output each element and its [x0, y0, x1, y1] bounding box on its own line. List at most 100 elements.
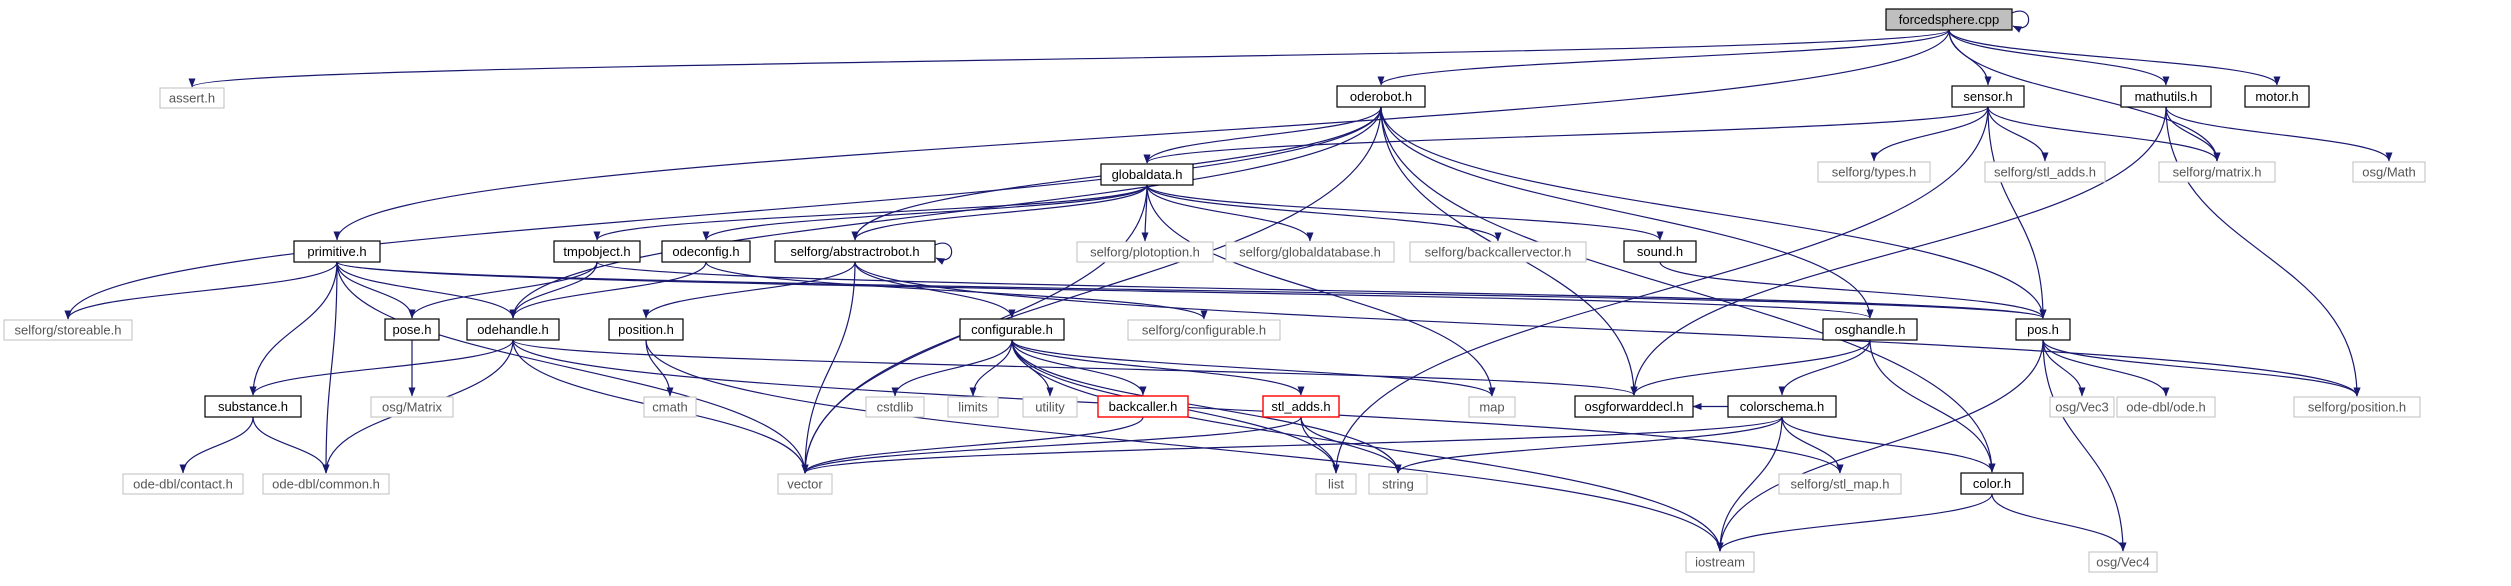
- node-box: [608, 318, 684, 341]
- node-configurable-sf: selforg/configurable.h: [1127, 319, 1281, 341]
- node-sensor[interactable]: sensor.h: [1951, 85, 2025, 108]
- edge-pos-to-iostream: [1716, 339, 2044, 552]
- node-box: [1951, 85, 2025, 108]
- edge-oderobot-to-osghandle: [1380, 106, 1874, 319]
- node-label: osg/Vec4: [2096, 555, 2150, 570]
- edge-configurable-to-cstdlib: [891, 339, 1013, 397]
- node-stl-adds[interactable]: stl_adds.h: [1262, 395, 1340, 418]
- node-selforg-position: selforg/position.h: [2293, 396, 2421, 418]
- node-primitive[interactable]: primitive.h: [293, 240, 381, 263]
- edge-forcedsphere-to-forcedsphere: [2011, 10, 2030, 33]
- node-label: selforg/abstractrobot.h: [790, 244, 919, 259]
- node-label: vector: [787, 477, 823, 492]
- node-label: stl_adds.h: [1271, 399, 1330, 414]
- node-box: [1817, 161, 1931, 183]
- edge-odeconfig-to-configurable_sf: [705, 261, 1208, 320]
- node-configurable[interactable]: configurable.h: [959, 318, 1065, 341]
- node-list: list: [1315, 473, 1357, 495]
- node-pose[interactable]: pose.h: [384, 318, 440, 341]
- node-box: [1315, 473, 1357, 495]
- node-label: cstdlib: [877, 400, 914, 415]
- node-motor[interactable]: motor.h: [2244, 85, 2310, 108]
- node-globaldata[interactable]: globaldata.h: [1100, 163, 1194, 186]
- edge-forcedsphere-to-assert: [189, 29, 1950, 88]
- node-box: [2244, 85, 2310, 108]
- node-string: string: [1368, 473, 1428, 495]
- node-substance[interactable]: substance.h: [204, 395, 302, 418]
- node-label: selforg/position.h: [2308, 400, 2406, 415]
- node-box: [293, 240, 381, 263]
- node-label: selforg/stl_adds.h: [1994, 165, 2096, 180]
- edge-backcaller-to-vector: [801, 416, 1144, 474]
- node-mathutils[interactable]: mathutils.h: [2120, 85, 2212, 108]
- node-tmpobject[interactable]: tmpobject.h: [553, 240, 641, 263]
- node-box: [1468, 396, 1516, 418]
- node-storeable: selforg/storeable.h: [3, 319, 133, 341]
- edge-forcedsphere-to-oderobot: [1377, 29, 1950, 86]
- edge-sensor-to-globaldata: [1143, 106, 1989, 164]
- node-odehandle[interactable]: odehandle.h: [466, 318, 560, 341]
- edge-oderobot-to-color: [1380, 106, 1996, 473]
- node-color[interactable]: color.h: [1960, 472, 2024, 495]
- node-ode-dbl-ode: ode-dbl/ode.h: [2116, 396, 2216, 418]
- node-forcedsphere[interactable]: forcedsphere.cpp: [1885, 8, 2013, 31]
- node-colorschema[interactable]: colorschema.h: [1727, 395, 1837, 418]
- node-label: position.h: [618, 322, 674, 337]
- node-label: limits: [958, 400, 988, 415]
- node-label: pose.h: [392, 322, 431, 337]
- node-label: string: [1382, 477, 1414, 492]
- node-label: mathutils.h: [2135, 89, 2198, 104]
- edge-abstractrobot-to-selforg_position: [854, 261, 2361, 397]
- edge-forcedsphere-to-mathutils: [1948, 29, 2170, 86]
- edge-globaldata-to-backcallervector: [1146, 184, 1502, 242]
- node-box: [1409, 241, 1587, 263]
- edge-primitive-to-osghandle: [336, 261, 1874, 319]
- edge-tmpobject-to-pose: [408, 261, 598, 319]
- node-box: [2088, 551, 2158, 573]
- node-limits: limits: [947, 396, 999, 418]
- node-label: color.h: [1973, 476, 2011, 491]
- node-osghandle[interactable]: osghandle.h: [1822, 318, 1918, 341]
- node-sound[interactable]: sound.h: [1623, 240, 1697, 263]
- edge-configurable-to-stl_adds: [1011, 339, 1305, 396]
- node-ode-contact: ode-dbl/contact.h: [122, 473, 244, 495]
- edge-colorschema-to-string: [1394, 416, 1783, 474]
- node-box: [1225, 241, 1395, 263]
- node-position[interactable]: position.h: [608, 318, 684, 341]
- node-box: [2158, 161, 2276, 183]
- node-stl-map: selforg/stl_map.h: [1778, 473, 1902, 495]
- node-selforg-types: selforg/types.h: [1817, 161, 1931, 183]
- node-osgforwarddecl[interactable]: osgforwarddecl.h: [1574, 395, 1694, 418]
- node-label: oderobot.h: [1350, 89, 1412, 104]
- node-label: sensor.h: [1963, 89, 2012, 104]
- edge-sensor-to-selforg_matrix: [1987, 106, 2221, 162]
- node-osg-matrix: osg/Matrix: [370, 396, 454, 418]
- node-odeconfig[interactable]: odeconfig.h: [661, 240, 751, 263]
- node-box: [1262, 395, 1340, 418]
- node-selforg-matrix: selforg/matrix.h: [2158, 161, 2276, 183]
- edge-colorschema-to-vector: [801, 416, 1783, 474]
- edge-abstractrobot-to-configurable: [854, 261, 1016, 319]
- node-label: selforg/types.h: [1832, 165, 1917, 180]
- node-box: [2120, 85, 2212, 108]
- edge-sensor-to-selforg_stladds: [1987, 106, 2049, 162]
- edge-mathutils-to-osg_math: [2165, 106, 2393, 162]
- node-box: [1727, 395, 1837, 418]
- node-pos[interactable]: pos.h: [2015, 318, 2071, 341]
- edge-oderobot-to-storeable: [64, 106, 1382, 320]
- node-label: sound.h: [1637, 244, 1683, 259]
- node-label: motor.h: [2255, 89, 2298, 104]
- node-selforg-stladds: selforg/stl_adds.h: [1984, 161, 2106, 183]
- node-abstractrobot[interactable]: selforg/abstractrobot.h: [774, 240, 936, 263]
- node-backcaller[interactable]: backcaller.h: [1097, 395, 1189, 418]
- node-oderobot[interactable]: oderobot.h: [1336, 85, 1426, 108]
- node-label: backcaller.h: [1109, 399, 1178, 414]
- node-osg-vec4: osg/Vec4: [2088, 551, 2158, 573]
- edge-substance-to-ode_common: [252, 416, 330, 474]
- edge-stl_adds-to-string: [1300, 416, 1402, 474]
- node-map: map: [1468, 396, 1516, 418]
- node-plotoption: selforg/plotoption.h: [1076, 241, 1214, 263]
- node-box: [553, 240, 641, 263]
